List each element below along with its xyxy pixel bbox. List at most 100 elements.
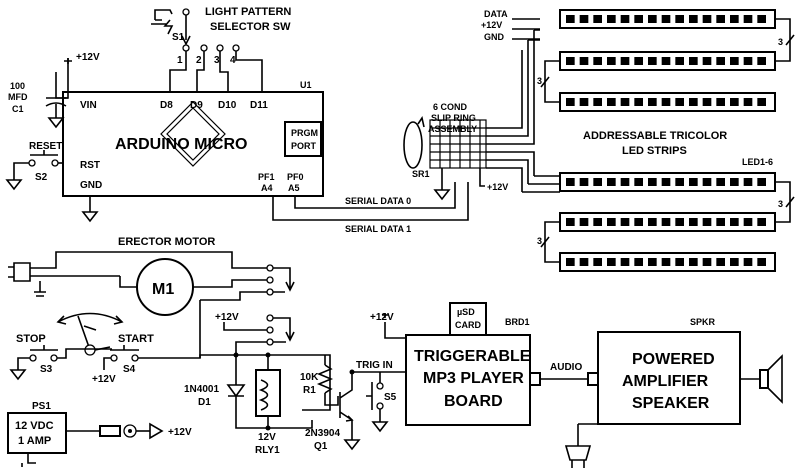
relay-line1: 12V	[258, 432, 276, 443]
led-pixel	[661, 15, 671, 23]
motor-output-wire	[193, 279, 268, 288]
c1-line2: MFD	[8, 92, 28, 102]
bus-join-wires	[528, 29, 540, 41]
amp-line2: AMPLIFIER	[622, 373, 709, 390]
led-pixel	[675, 218, 684, 226]
motor-input-wire	[119, 276, 137, 288]
start-supply-wire	[103, 357, 111, 370]
led-pixel	[689, 178, 698, 186]
led-pixel	[757, 178, 766, 186]
resistor-ref: R1	[303, 385, 316, 396]
stop-contact-b	[50, 354, 58, 362]
led-strip-bus: DATA +12V GND ADDRESSABLE TRICOLOR LED S…	[481, 9, 773, 193]
pin-d10: D10	[218, 100, 237, 111]
led-pixel	[730, 258, 739, 266]
s5-contact-b	[376, 402, 384, 410]
reset-ground-lead	[13, 162, 29, 180]
led-pixel	[634, 178, 643, 186]
transistor-emitter-arrow	[345, 415, 354, 422]
bus-input-wires	[512, 18, 540, 40]
led-pixel	[689, 98, 698, 106]
erector-motor: ERECTOR MOTOR M1	[8, 236, 295, 316]
bus-count-label: 3	[537, 76, 542, 86]
mp3-board-body	[405, 334, 531, 426]
led-pixel	[620, 98, 630, 106]
selector-common-terminal	[182, 8, 190, 16]
ps-line1: 12 VDC	[15, 420, 54, 432]
relay-coil-body	[255, 369, 281, 417]
bus-lower-input-wires	[522, 175, 560, 193]
led-pixel	[702, 98, 712, 106]
selector-pos-1: 1	[177, 55, 183, 66]
lever-detent	[83, 325, 97, 331]
mp3-player-board: +12V µSD CARD BRD1 TRIGGERABLE MP3 PLAYE…	[370, 302, 599, 426]
led-pixel	[593, 178, 602, 186]
slip-line3: ASSEMBLY	[428, 124, 477, 134]
power-supply: PS1 12 VDC 1 AMP +12V	[7, 401, 192, 467]
slip-supply-leads	[441, 168, 485, 187]
lever-arrows-icon	[56, 315, 124, 325]
stop-ref: S3	[40, 364, 53, 375]
slip-ring-assembly: 6 COND SLIP RING ASSEMBLY SR1 +12V	[403, 30, 535, 201]
reset-contact-b	[51, 159, 59, 167]
c1-ref: C1	[12, 104, 24, 114]
trig-in-label: TRIG IN	[356, 360, 393, 371]
led-pixel	[730, 178, 739, 186]
led-pixel	[675, 98, 684, 106]
led-pixel	[730, 218, 739, 226]
arduino-micro: U1 ARDUINO MICRO VIN RST GND D8 D9 D10 D…	[62, 80, 324, 223]
selector-terminal-2	[200, 44, 208, 52]
led-pixel	[730, 57, 739, 65]
relay-coil-winding-icon	[258, 379, 269, 411]
mp3-line1: TRIGGERABLE	[414, 348, 531, 365]
selector-title-line2: SELECTOR SW	[210, 21, 291, 33]
arduino-ref: U1	[300, 80, 312, 90]
led-pixel	[579, 178, 589, 186]
led-pixel	[757, 218, 766, 226]
led-pixel	[607, 15, 616, 23]
selector-ground-lead	[154, 9, 173, 20]
amp-line1: POWERED	[632, 351, 715, 368]
led-pixel	[743, 178, 753, 186]
dc-plug-icon	[99, 425, 121, 437]
bus-plus12-label: +12V	[481, 20, 502, 30]
transistor-ref: Q1	[314, 441, 328, 452]
relay-supply-label: +12V	[215, 312, 239, 323]
slip-upper-bus	[486, 30, 535, 145]
stop-label: STOP	[16, 333, 46, 345]
resistor-r1-icon	[316, 364, 334, 394]
r1-bottom-lead	[324, 393, 339, 406]
pin-d9: D9	[190, 100, 203, 111]
led-pixel	[620, 15, 630, 23]
c1-line1: 100	[10, 81, 25, 91]
mp3-line2: MP3 PLAYER	[423, 370, 524, 387]
ps-mains-plug-icon	[21, 453, 36, 467]
led-pixel	[716, 258, 725, 266]
led-pixel	[579, 258, 589, 266]
coil-top-bus	[199, 354, 331, 411]
transistor-circuit: 10K R1 2N3904 Q1 TRIG IN	[300, 355, 406, 452]
led-pixel	[702, 258, 712, 266]
ac-plug-icon	[8, 262, 31, 282]
c1-ground-icon	[47, 117, 65, 129]
led-pixel	[593, 57, 602, 65]
led-title-line2: LED STRIPS	[622, 145, 687, 157]
dc-jack-pin	[128, 429, 132, 433]
relay-contact-1	[266, 264, 274, 272]
motor-ground-icon	[34, 291, 46, 297]
lever-arc	[57, 312, 123, 323]
led-pixel	[702, 57, 712, 65]
diode-part: 1N4001	[184, 384, 219, 395]
selector-terminal-1	[182, 44, 190, 52]
led-pixel	[730, 98, 739, 106]
pin-rst: RST	[80, 160, 100, 171]
reset-switch: RESET S2	[5, 141, 63, 191]
mp3-supply-wire	[384, 322, 406, 339]
led-pixel	[689, 218, 698, 226]
slip-lower-bus	[486, 151, 535, 192]
led-pixel	[675, 15, 684, 23]
motor-title: ERECTOR MOTOR	[118, 236, 215, 248]
led-pixel	[702, 178, 712, 186]
bus-count-label: 3	[778, 37, 783, 47]
